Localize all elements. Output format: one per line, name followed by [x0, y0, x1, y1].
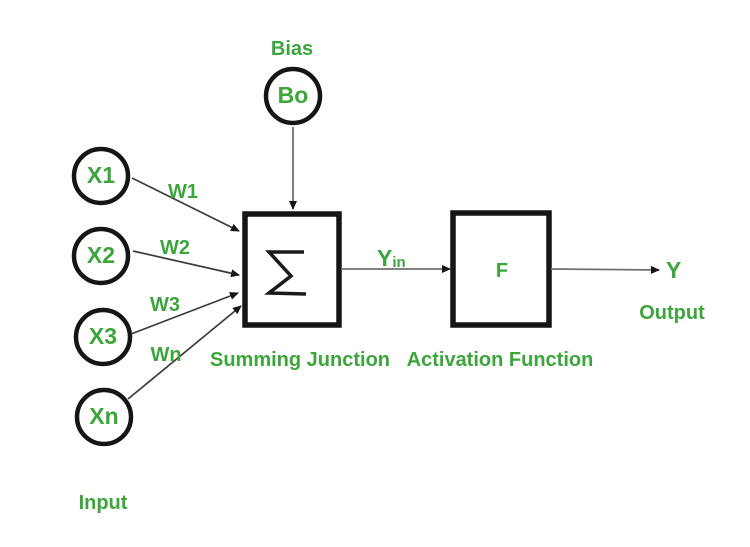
activation-node-label: F: [496, 260, 508, 282]
input-node-x2-label: X2: [87, 242, 115, 268]
input-node-x1-label: X1: [87, 162, 115, 188]
input-node-x3-label: X3: [89, 323, 117, 349]
input-node-x2-circle: [71, 226, 131, 286]
net-input-label-subscript: in: [392, 254, 405, 271]
weight-label-wn: Wn: [150, 344, 181, 366]
input-node-x1-circle: [71, 146, 131, 206]
sigma-symbol: [264, 250, 307, 296]
bias-node-circle: [263, 66, 323, 126]
input-node-x3-circle: [73, 307, 133, 367]
net-input-label: Yin: [377, 245, 406, 271]
weight-arrow-w3: [130, 292, 239, 335]
weight-arrow-wn: [127, 305, 242, 400]
output-arrow: [550, 265, 660, 274]
net-input-label-base: Y: [377, 245, 392, 271]
input-caption: Input: [79, 492, 128, 514]
output-caption: Output: [639, 302, 705, 324]
output-signal-label: Y: [666, 257, 681, 283]
weight-arrow-w1: [131, 177, 240, 232]
bias-node-label: Bo: [278, 82, 309, 108]
weight-label-w1: W1: [168, 181, 198, 203]
weight-label-w3: W3: [150, 294, 180, 316]
summing-junction-caption: Summing Junction: [210, 349, 390, 371]
summing-junction-box: [242, 211, 342, 328]
activation-function-box: [450, 210, 552, 328]
input-node-xn-label: Xn: [89, 403, 118, 429]
activation-function-caption: Activation Function: [407, 349, 594, 371]
bias-caption: Bias: [271, 38, 313, 60]
input-node-xn-circle: [74, 387, 134, 447]
weight-label-w2: W2: [160, 237, 190, 259]
weight-arrow-w2: [132, 250, 240, 278]
